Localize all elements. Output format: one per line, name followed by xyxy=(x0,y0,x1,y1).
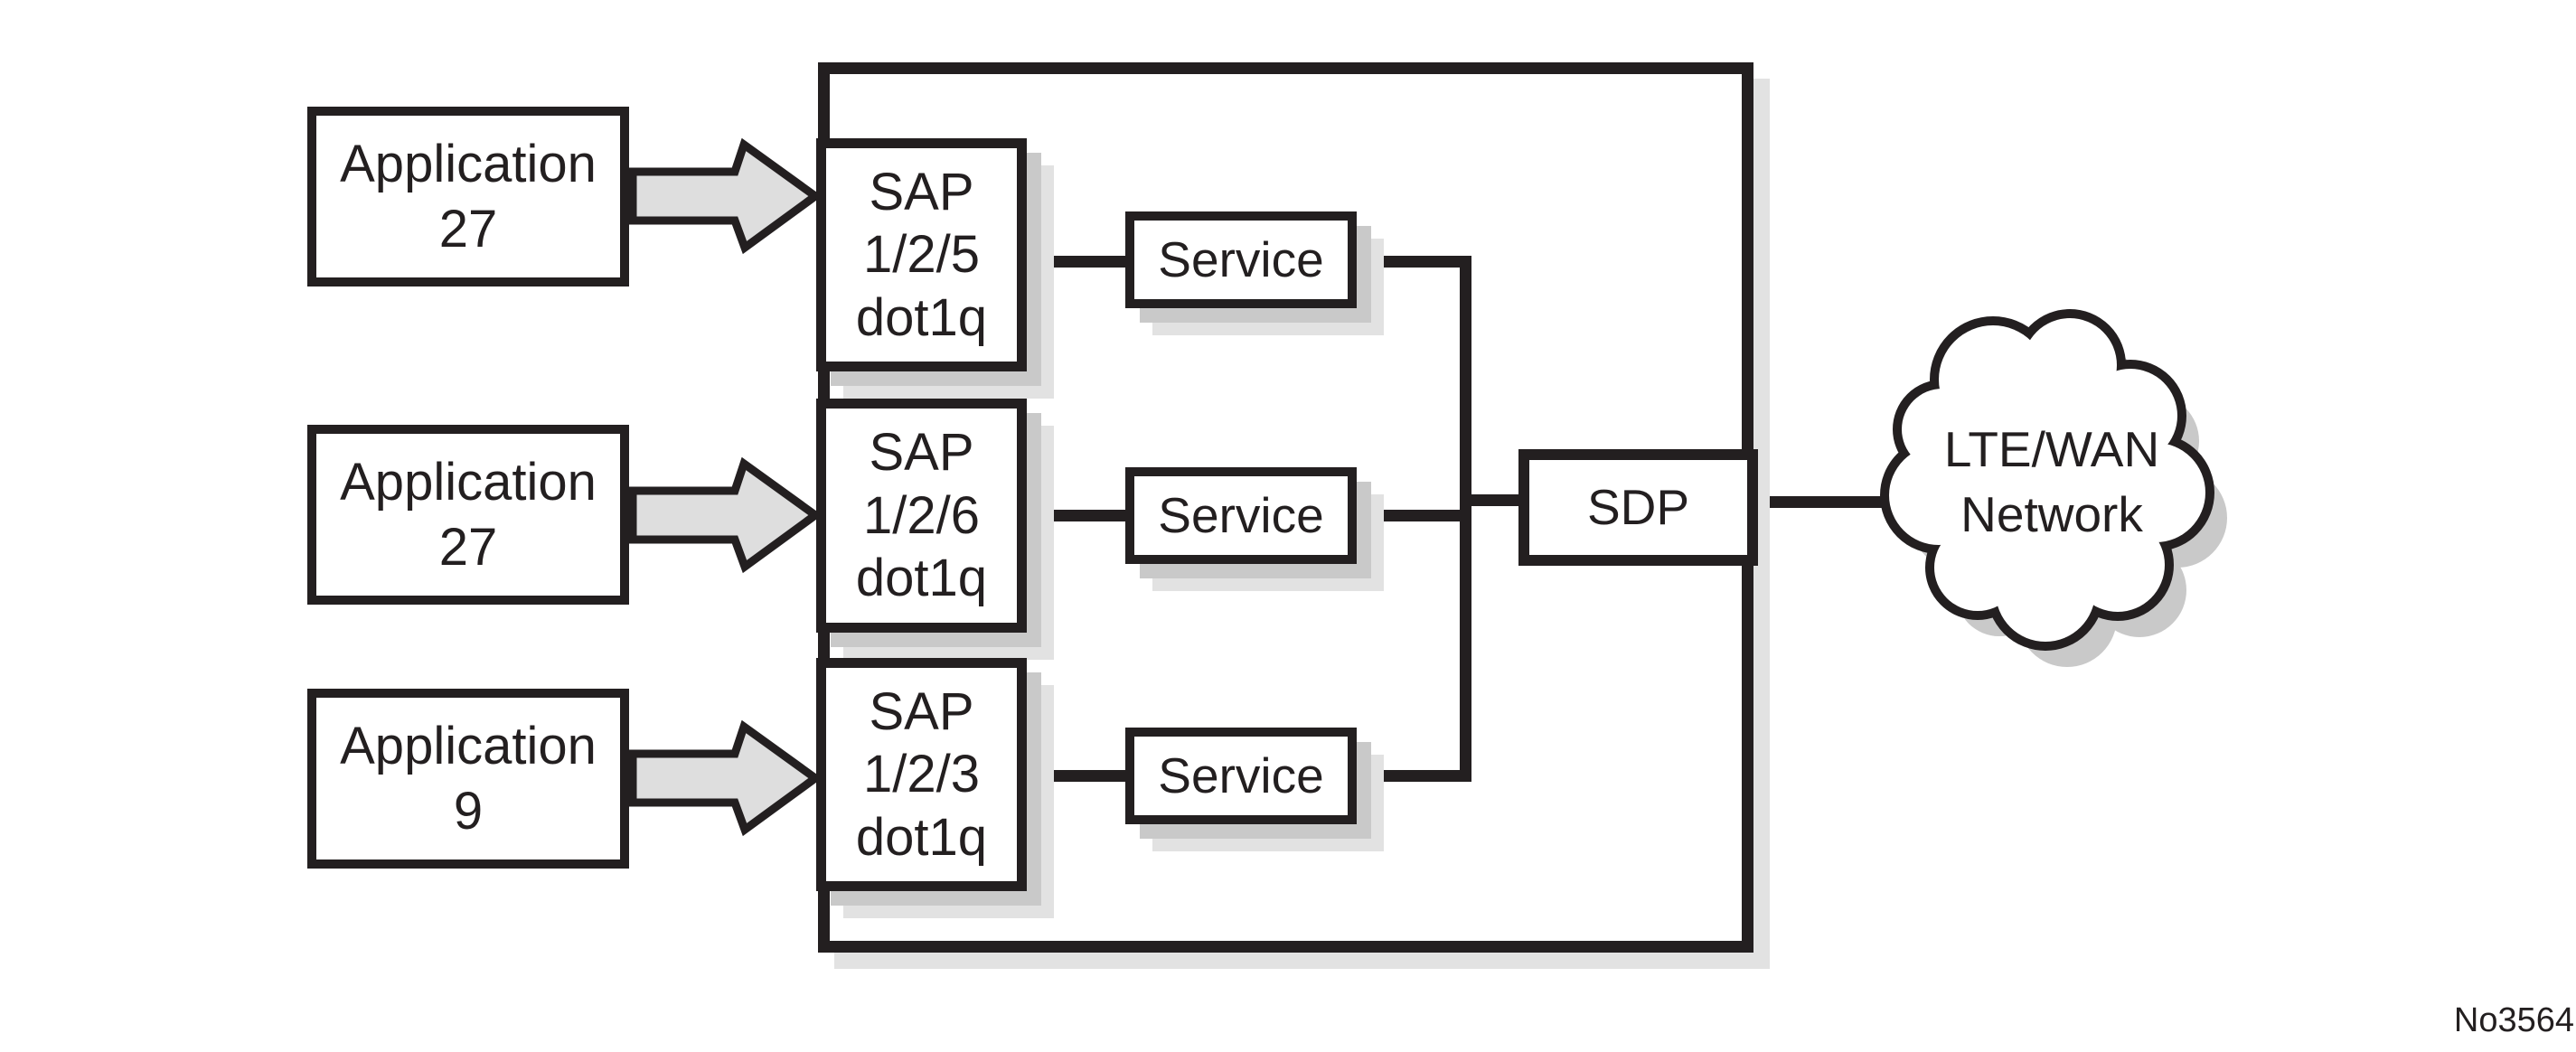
sdp-box: SDP xyxy=(1518,449,1758,566)
service-box-3: Service xyxy=(1125,728,1357,824)
connector-service1-bus xyxy=(1357,256,1465,268)
cloud-label: LTE/WAN Network xyxy=(1907,418,2196,547)
sap-1-label: SAP xyxy=(869,162,974,221)
application-3-id: 9 xyxy=(453,781,484,841)
sap-2-port: 1/2/6 xyxy=(863,485,980,545)
connector-service2-bus xyxy=(1357,510,1465,521)
sap-box-3: SAP 1/2/3 dot1q xyxy=(816,658,1027,891)
connector-bus-sdp xyxy=(1465,494,1524,506)
sdp-label: SDP xyxy=(1586,479,1690,536)
application-box-1: Application 27 xyxy=(307,107,629,286)
right-arrow-icon xyxy=(628,137,823,255)
connector-sap2-service2 xyxy=(1027,510,1126,521)
sap-box-2: SAP 1/2/6 dot1q xyxy=(816,399,1027,633)
service-2-label: Service xyxy=(1158,487,1324,544)
application-2-label: Application xyxy=(340,452,597,512)
right-arrow-icon xyxy=(628,456,823,574)
application-1-label: Application xyxy=(340,134,597,193)
sap-3-label: SAP xyxy=(869,681,974,741)
service-box-2: Service xyxy=(1125,467,1357,564)
cloud-label-line1: LTE/WAN xyxy=(1943,421,2160,477)
figure-id-label: No3564 xyxy=(2453,1001,2574,1039)
service-3-label: Service xyxy=(1158,747,1324,804)
sap-box-1: SAP 1/2/5 dot1q xyxy=(816,138,1027,371)
connector-sap3-service3 xyxy=(1027,770,1126,782)
cloud-label-line2: Network xyxy=(1960,485,2143,542)
application-box-3: Application 9 xyxy=(307,689,629,869)
application-2-id: 27 xyxy=(438,517,498,577)
sap-2-encap: dot1q xyxy=(855,549,988,608)
right-arrow-icon xyxy=(628,719,823,837)
application-1-id: 27 xyxy=(438,199,498,258)
service-1-label: Service xyxy=(1158,231,1324,288)
sap-2-label: SAP xyxy=(869,423,974,483)
connector-sdp-cloud xyxy=(1753,496,1912,508)
service-bus-line xyxy=(1460,256,1471,782)
service-box-1: Service xyxy=(1125,211,1357,308)
connector-service3-bus xyxy=(1357,770,1465,782)
sap-1-encap: dot1q xyxy=(855,287,988,347)
connector-sap1-service1 xyxy=(1027,256,1126,268)
sap-1-port: 1/2/5 xyxy=(863,225,980,285)
application-3-label: Application xyxy=(340,716,597,775)
sap-3-encap: dot1q xyxy=(855,807,988,867)
sap-3-port: 1/2/3 xyxy=(863,745,980,804)
application-box-2: Application 27 xyxy=(307,425,629,605)
